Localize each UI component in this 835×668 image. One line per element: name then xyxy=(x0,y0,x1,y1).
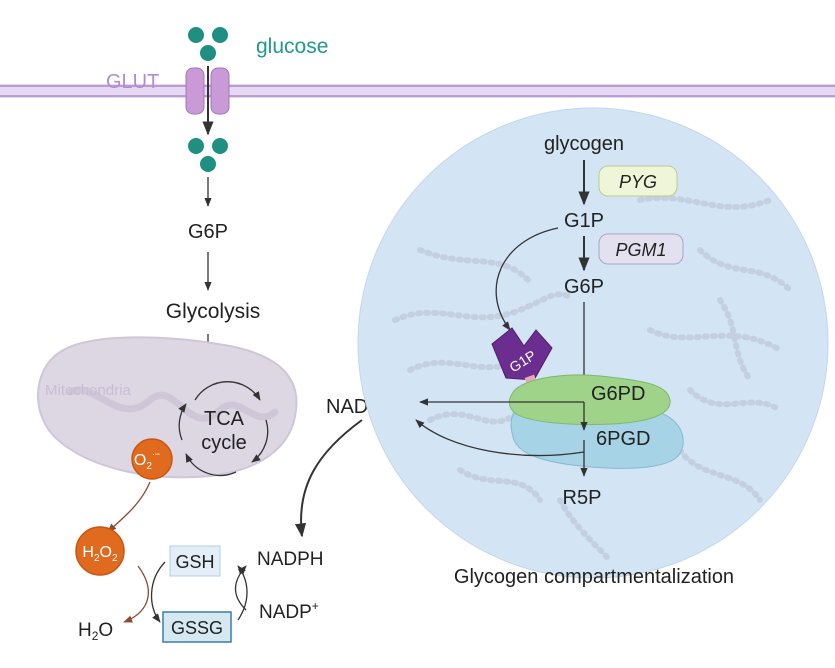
nadp-plus-label: NADP+ xyxy=(259,599,319,623)
glycogen-label: glycogen xyxy=(544,133,624,155)
tca-label: TCA xyxy=(204,408,245,430)
gsh-box xyxy=(169,545,221,577)
g6p-left-label: G6P xyxy=(188,221,228,243)
pyg-enzyme-box xyxy=(598,165,678,197)
pyg-label: PYG xyxy=(619,172,657,192)
tca-cycle-arrows xyxy=(178,381,269,477)
superoxide-label: O2·− xyxy=(134,449,160,472)
g6pd-label: G6PD xyxy=(591,383,645,405)
h2o2-to-h2o-arrow xyxy=(123,565,149,623)
superoxide-to-h2o2-arrow xyxy=(107,481,151,533)
gssg-label: GSSG xyxy=(171,618,223,638)
glycogen-compartment xyxy=(357,107,829,579)
h2o-label: H2O xyxy=(78,620,113,643)
pgm1-label: PGM1 xyxy=(615,240,666,260)
gsh-to-gssg-arrow xyxy=(150,561,166,623)
gssg-box xyxy=(162,611,232,643)
superoxide-node xyxy=(131,438,173,480)
r5p-label: R5P xyxy=(563,487,602,509)
glut-transporter xyxy=(185,67,230,115)
cycle-label: cycle xyxy=(201,432,247,454)
6pgd-to-nadph-arrow xyxy=(415,419,585,457)
g6p-right-label: G6P xyxy=(564,276,604,298)
glucose-molecules-inside xyxy=(188,138,228,172)
glycolysis-label: Glycolysis xyxy=(166,300,261,323)
glut-label: GLUT xyxy=(106,71,159,93)
nadph-to-lower-nadph-arrow xyxy=(294,419,363,538)
h2o2-node xyxy=(75,526,125,576)
enzyme-complex xyxy=(508,374,684,469)
g1p-label: G1P xyxy=(564,210,604,232)
h2o2-label: H2O2 xyxy=(82,544,118,564)
pgm1-enzyme-box xyxy=(598,233,684,265)
g1p-to-sensor-arrow xyxy=(495,227,559,331)
mitochondrion xyxy=(37,336,298,479)
glucose-label: glucose xyxy=(256,35,328,58)
gsh-label: GSH xyxy=(175,552,214,572)
g6pd-enzyme-shape xyxy=(508,374,671,425)
6pgd-label: 6PGD xyxy=(596,428,650,450)
compartment-caption: Glycogen compartmentalization xyxy=(454,566,734,588)
nadph-lower-label: NADPH xyxy=(257,549,324,570)
nadp-recycling-arrow xyxy=(234,565,247,611)
gssg-to-gsh-arrow xyxy=(237,565,248,621)
mitochondria-label: Mitochondria xyxy=(45,382,132,399)
glucose-molecules-outside xyxy=(188,27,228,61)
